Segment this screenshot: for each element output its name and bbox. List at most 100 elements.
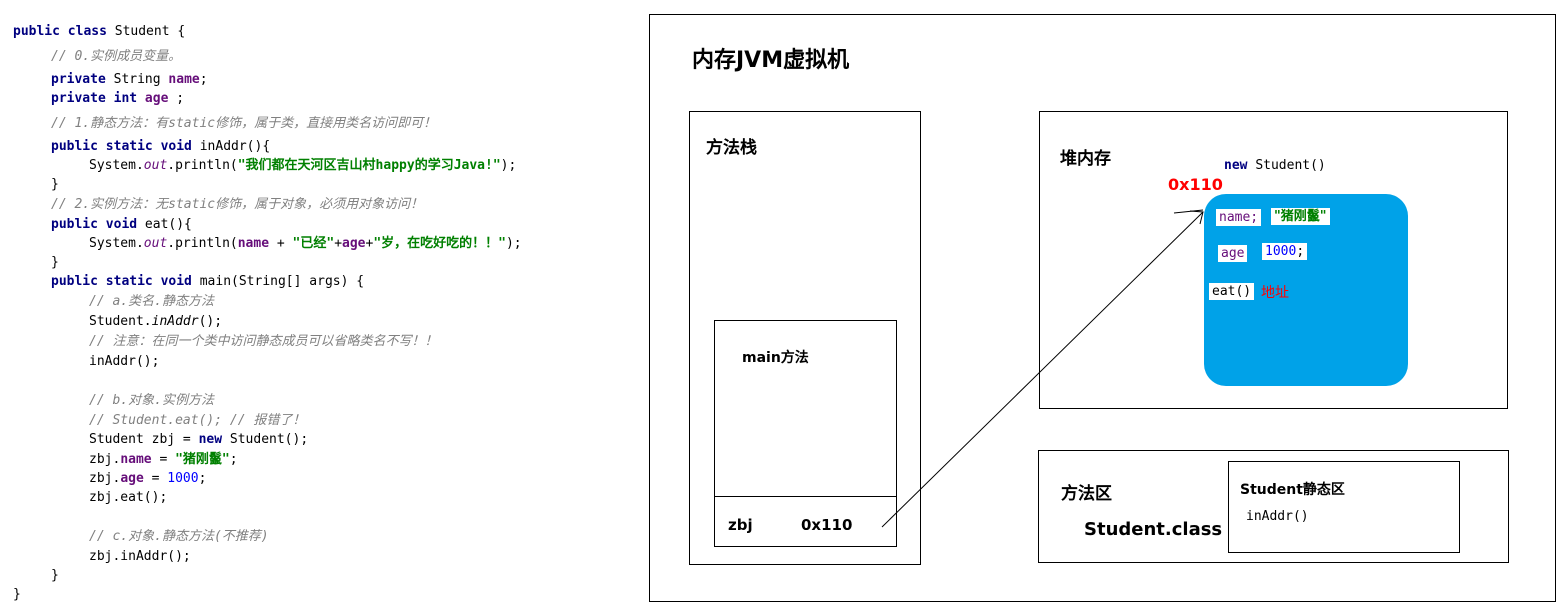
code-text: } [51, 255, 59, 270]
code-keyword: new [198, 432, 223, 447]
code-string: "已经" [292, 236, 335, 251]
code-comment: // 注意：在同一个类中访问静态成员可以省略类名不写！！ [89, 334, 438, 349]
code-keyword: private [51, 72, 106, 87]
code-line-7: System.out.println("我们都在天河区吉山村happy的学习Ja… [89, 156, 516, 175]
code-text: + [269, 236, 293, 251]
code-comment: // Student.eat(); // 报错了！ [89, 413, 306, 428]
code-line-11: System.out.println(name + "已经"+age+"岁，在吃… [89, 234, 522, 253]
code-string: "猪刚鬣" [175, 452, 230, 467]
code-line-15: Student.inAddr(); [89, 312, 222, 331]
code-text: Student. [89, 314, 152, 329]
main-frame-box [714, 320, 897, 547]
code-text: inAddr(); [89, 354, 160, 369]
code-field: age [144, 91, 169, 106]
code-line-20: Student zbj = new Student(); [89, 430, 308, 449]
method-area-label: 方法区 [1061, 484, 1112, 504]
code-text: Student zbj = [89, 432, 199, 447]
code-string: "我们都在天河区吉山村happy的学习Java!" [237, 158, 501, 173]
code-text: zbj. [89, 452, 121, 467]
code-text: ; [199, 72, 208, 87]
code-text: ); [500, 158, 517, 173]
code-line-10: public void eat(){ [51, 215, 192, 234]
stack-var-value: 0x110 [801, 516, 853, 534]
code-text: .println( [167, 158, 238, 173]
code-keyword: public static void [51, 274, 192, 289]
code-line-8: } [51, 175, 59, 194]
code-text: ; [229, 452, 238, 467]
age-field-chip: age [1218, 245, 1248, 262]
code-field: name [237, 236, 270, 251]
code-field: age [120, 471, 144, 486]
code-keyword: public void [51, 217, 138, 232]
code-text: Student { [106, 24, 186, 39]
arrow-head [1189, 210, 1204, 225]
code-line-26: } [51, 566, 59, 585]
stack-var-name: zbj [728, 516, 753, 534]
code-line-25: zbj.inAddr(); [89, 547, 191, 566]
eat-address-label: 地址 [1261, 285, 1289, 301]
heap-label: 堆内存 [1060, 149, 1111, 169]
heap-address: 0x110 [1168, 175, 1223, 194]
code-line-4: private int age ; [51, 89, 184, 108]
code-text: (); [198, 314, 223, 329]
code-line-1: public class Student { [13, 22, 185, 41]
code-line-18: // b.对象.实例方法 [89, 391, 214, 410]
method-stack-label: 方法栈 [706, 138, 757, 158]
code-text: = [143, 471, 168, 486]
student-class-label: Student.class [1084, 519, 1223, 540]
code-static-member: out [143, 236, 168, 251]
age-value: 1000 [1265, 244, 1297, 259]
code-text: } [51, 568, 59, 583]
code-comment: // a.类名.静态方法 [89, 294, 214, 309]
code-text: System. [89, 236, 144, 251]
code-comment: // 2.实例方法：无static修饰，属于对象，必须用对象访问！ [51, 197, 424, 212]
code-line-13: public static void main(String[] args) { [51, 272, 364, 291]
code-line-14: // a.类名.静态方法 [89, 292, 214, 311]
code-line-12: } [51, 253, 59, 272]
code-string: "岁，在吃好吃的！！" [373, 236, 506, 251]
static-area-box [1228, 461, 1460, 553]
code-text: String [105, 72, 169, 87]
code-panel: public class Student { // 0.实例成员变量。 priv… [0, 0, 640, 615]
new-class-name: Student() [1255, 158, 1326, 173]
static-method-label: inAddr() [1246, 509, 1309, 524]
code-text: zbj. [89, 471, 121, 486]
code-text: ); [505, 236, 522, 251]
code-line-2: // 0.实例成员变量。 [51, 47, 181, 66]
age-end: ; [1296, 244, 1305, 259]
code-field: name [120, 452, 152, 467]
code-line-24: // c.对象.静态方法(不推荐) [89, 527, 269, 546]
eat-method-chip: eat() [1209, 283, 1255, 300]
code-keyword: private int [51, 91, 138, 106]
new-student-expr: new Student() [1224, 158, 1326, 173]
code-text: zbj.inAddr(); [89, 549, 191, 564]
code-line-16: // 注意：在同一个类中访问静态成员可以省略类名不写！！ [89, 332, 437, 351]
code-text: inAddr(){ [191, 139, 271, 154]
code-field: age [342, 236, 366, 251]
static-area-label: Student静态区 [1240, 482, 1345, 498]
jvm-title: 内存JVM虚拟机 [692, 48, 850, 73]
code-line-23: zbj.eat(); [89, 488, 167, 507]
name-field-chip: name; [1216, 209, 1262, 226]
code-static-method: inAddr [151, 314, 199, 329]
code-text: ; [168, 91, 185, 106]
code-text: + [365, 236, 374, 251]
code-text: } [13, 587, 21, 602]
code-text: zbj.eat(); [89, 490, 168, 505]
code-line-17: inAddr(); [89, 352, 159, 371]
code-line-21: zbj.name = "猪刚鬣"; [89, 450, 238, 469]
arrow-tick [1173, 209, 1204, 214]
name-value-chip: "猪刚鬣" [1271, 208, 1330, 225]
frame-divider [714, 496, 897, 497]
age-value-chip: 1000; [1262, 243, 1308, 260]
code-line-9: // 2.实例方法：无static修饰，属于对象，必须用对象访问！ [51, 195, 423, 214]
code-line-22: zbj.age = 1000; [89, 469, 206, 488]
new-keyword: new [1224, 158, 1248, 173]
code-comment: // 1.静态方法：有static修饰，属于类，直接用类名访问即可！ [51, 116, 437, 131]
code-text: System. [89, 158, 144, 173]
code-number: 1000 [167, 471, 199, 486]
code-text: eat(){ [137, 217, 192, 232]
code-line-6: public static void inAddr(){ [51, 137, 270, 156]
code-text: } [51, 177, 59, 192]
